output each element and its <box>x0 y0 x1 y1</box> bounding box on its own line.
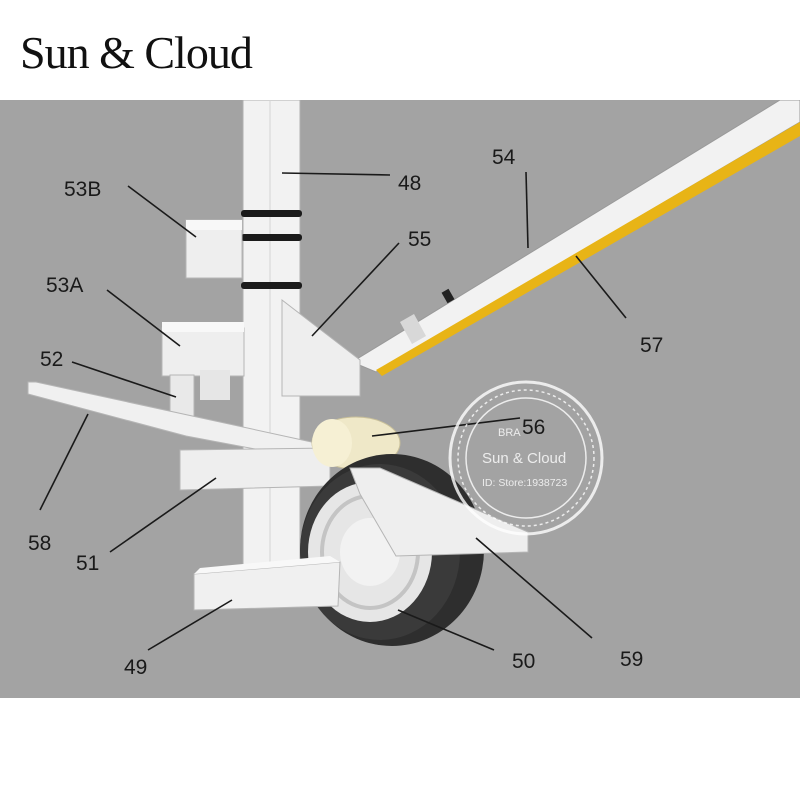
yellow-strip <box>376 122 800 376</box>
label-49: 49 <box>124 656 147 679</box>
strut-collar <box>400 314 426 344</box>
landing-gear-diagram: 48 49 50 51 52 53A 53B 54 55 56 57 58 59… <box>0 100 800 698</box>
label-57: 57 <box>640 334 663 357</box>
bracket-55 <box>281 298 361 397</box>
column-ring <box>241 234 302 241</box>
watermark-brand-prefix: BRA <box>498 427 521 439</box>
label-50: 50 <box>512 650 535 673</box>
label-54: 54 <box>492 146 516 169</box>
label-51: 51 <box>76 552 99 575</box>
column-ring <box>241 282 302 289</box>
label-59: 59 <box>620 648 643 671</box>
diagram-canvas: 48 49 50 51 52 53A 53B 54 55 56 57 58 59… <box>27 100 800 679</box>
brand-title: Sun & Cloud <box>20 27 253 78</box>
label-52: 52 <box>40 348 63 371</box>
label-58: 58 <box>28 532 51 555</box>
watermark-store: ID: Store:1938723 <box>482 477 567 489</box>
column-ring <box>241 210 302 217</box>
strut-slot <box>441 288 455 304</box>
watermark-name: Sun & Cloud <box>482 450 566 467</box>
label-53a: 53A <box>46 274 83 297</box>
watermark-stamp: BRA Sun & Cloud ID: Store:1938723 <box>448 380 604 536</box>
label-48: 48 <box>398 172 421 195</box>
label-56: 56 <box>522 416 545 439</box>
fork-59 <box>349 467 529 557</box>
bracket-53a <box>161 327 245 377</box>
bar-51 <box>179 447 331 491</box>
label-53b: 53B <box>64 178 101 201</box>
base-49 <box>193 561 341 611</box>
label-55: 55 <box>408 228 431 251</box>
